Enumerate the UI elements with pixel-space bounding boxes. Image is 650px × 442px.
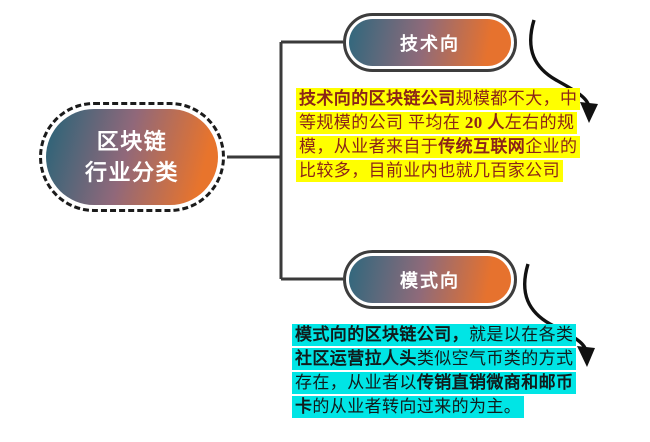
model-description-line: 模式向的区块链公司，就是以在各类 xyxy=(292,324,577,346)
model-description: 模式向的区块链公司，就是以在各类 社区运营拉人头类似空气币类的方式 存在，从业者… xyxy=(292,324,577,420)
model-description-line: 社区运营拉人头类似空气币类的方式 xyxy=(292,348,577,370)
branch-node-tech-label: 技术向 xyxy=(349,19,511,66)
root-node: 区块链 行业分类 xyxy=(39,102,225,212)
tech-description-line: 模，从业者来自于传统互联网企业的 xyxy=(296,136,581,158)
root-node-label-line1: 区块链 xyxy=(96,129,168,154)
tech-description-line: 比较多，目前业内也就几百家公司 xyxy=(296,160,563,182)
branch-node-model-label: 模式向 xyxy=(349,256,511,303)
root-node-label-line2: 行业分类 xyxy=(84,160,179,185)
tech-description-line: 技术向的区块链公司规模都不大，中 xyxy=(296,88,581,110)
root-node-pill: 区块链 行业分类 xyxy=(46,109,218,205)
model-description-line: 存在，从业者以传销直销微商和邮币 xyxy=(292,372,577,394)
branch-node-tech: 技术向 xyxy=(343,13,517,72)
model-description-line: 卡的从业者转向过来的为主。 xyxy=(292,396,525,418)
tech-description: 技术向的区块链公司规模都不大，中 等规模的公司 平均在 20 人左右的规 模，从… xyxy=(296,88,581,184)
tech-description-line: 等规模的公司 平均在 20 人左右的规 xyxy=(296,112,578,134)
branch-node-model: 模式向 xyxy=(343,250,517,309)
